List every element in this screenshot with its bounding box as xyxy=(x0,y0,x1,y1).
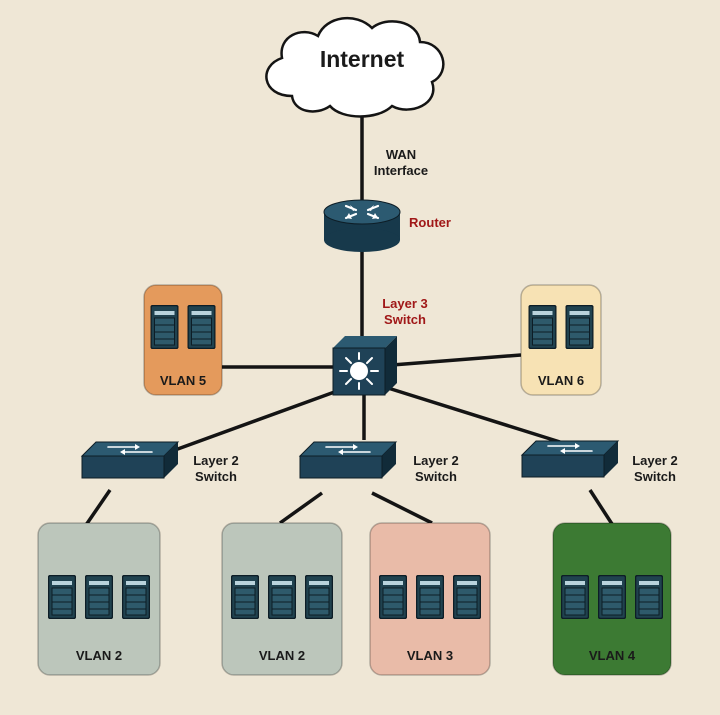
layer3-switch-label: Layer 3 Switch xyxy=(372,296,438,328)
vlan6-label: VLAN 6 xyxy=(537,373,585,388)
vlan-group xyxy=(143,284,223,396)
vlan-group xyxy=(520,284,602,396)
layer2-switch-icon xyxy=(298,441,398,479)
l2-right-line2: Switch xyxy=(634,469,676,484)
layer3-label-line2: Switch xyxy=(384,312,426,327)
layer2-switch-label-mid: Layer 2 Switch xyxy=(404,453,468,485)
vlan3-label: VLAN 3 xyxy=(406,648,454,663)
server-icon xyxy=(379,575,407,619)
l2-left-line1: Layer 2 xyxy=(193,453,239,468)
internet-cloud xyxy=(265,16,445,118)
wan-label-line2: Interface xyxy=(373,163,429,178)
l2-mid-line1: Layer 2 xyxy=(413,453,459,468)
vlan2b-label: VLAN 2 xyxy=(258,648,306,663)
links xyxy=(84,112,614,526)
link-l3-l2-left xyxy=(174,388,341,452)
server-icon xyxy=(85,575,113,619)
server-icon xyxy=(150,305,179,349)
layer2-switch-label-right: Layer 2 Switch xyxy=(623,453,687,485)
server-icon xyxy=(565,305,594,349)
server-icon xyxy=(453,575,481,619)
link-l2right-vlan4 xyxy=(588,489,614,525)
vlan4-label: VLAN 4 xyxy=(588,648,636,663)
router-label: Router xyxy=(409,215,451,230)
vlan5-label: VLAN 5 xyxy=(159,373,207,388)
server-icon xyxy=(231,575,259,619)
server-icon xyxy=(187,305,216,349)
l2-mid-line2: Switch xyxy=(415,469,457,484)
vlan-group xyxy=(37,522,161,676)
wan-label-line1: WAN xyxy=(385,147,417,162)
layer2-switch-icon xyxy=(520,440,620,478)
l2-right-line1: Layer 2 xyxy=(632,453,678,468)
server-icon xyxy=(416,575,444,619)
vlan-group xyxy=(369,522,491,676)
link-l3-vlan6 xyxy=(391,353,522,367)
internet-label: Internet xyxy=(319,46,405,72)
server-icon xyxy=(598,575,626,619)
layer2-switch-icon xyxy=(80,441,180,479)
server-icon xyxy=(122,575,150,619)
vlan2a-label: VLAN 2 xyxy=(75,648,123,663)
layer3-switch-icon xyxy=(332,336,397,396)
layer2-switches xyxy=(80,440,620,479)
vlan-group xyxy=(552,522,672,676)
server-icon xyxy=(268,575,296,619)
server-icon xyxy=(561,575,589,619)
link-l2mid-vlan3 xyxy=(371,491,433,525)
vlan-group xyxy=(221,522,343,676)
server-icon xyxy=(305,575,333,619)
layer2-switch-label-left: Layer 2 Switch xyxy=(184,453,248,485)
wan-interface-label: WAN Interface xyxy=(368,147,434,179)
l2-left-line2: Switch xyxy=(195,469,237,484)
vlan-groups xyxy=(37,284,672,676)
layer3-label-line1: Layer 3 xyxy=(382,296,428,311)
server-icon xyxy=(635,575,663,619)
router-icon xyxy=(323,199,401,252)
server-icon xyxy=(48,575,76,619)
server-icon xyxy=(528,305,557,349)
link-l3-l2-right xyxy=(387,386,561,444)
link-l2left-vlan2a xyxy=(84,489,112,526)
link-l2mid-vlan2b xyxy=(278,491,324,525)
